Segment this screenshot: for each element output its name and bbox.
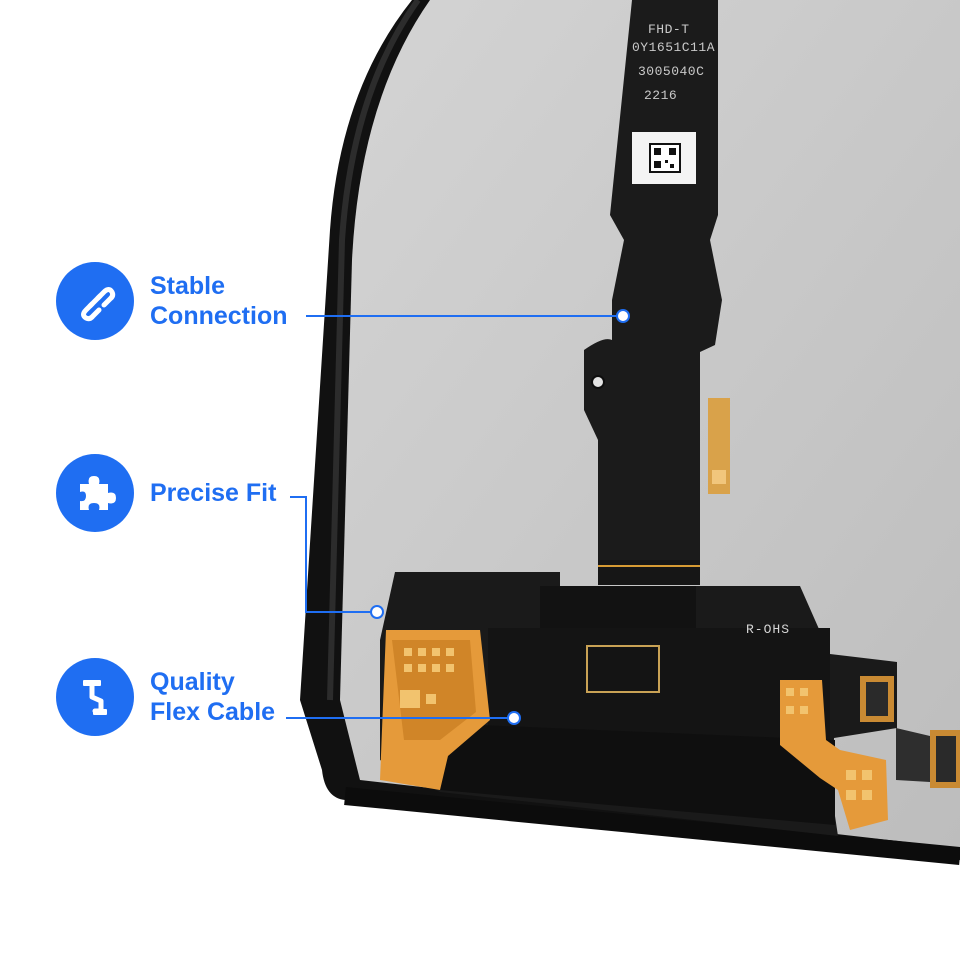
feature-title-line1: Quality bbox=[150, 668, 235, 696]
feature-title-line1: Precise Fit bbox=[150, 479, 277, 507]
callout-dot-quality-flex-cable bbox=[507, 711, 521, 725]
flex-text-line2: 0Y1651C11A bbox=[632, 40, 716, 55]
feature-stable-connection: Stable Connection bbox=[56, 262, 288, 340]
callout-dot-precise-fit bbox=[370, 605, 384, 619]
feature-precise-fit: Precise Fit bbox=[56, 454, 276, 532]
flex-text-line3: 3005040C bbox=[638, 64, 705, 79]
feature-title-line1: Stable bbox=[150, 272, 226, 300]
feature-title-line2: Flex Cable bbox=[150, 698, 276, 726]
flex-text-line1: FHD-T bbox=[648, 22, 690, 37]
feature-title-line2: Connection bbox=[150, 302, 288, 330]
link-icon bbox=[56, 262, 134, 340]
flex-text-line4: 2216 bbox=[644, 88, 678, 103]
flex-cable-icon bbox=[56, 658, 134, 736]
feature-quality-flex-cable: Quality Flex Cable bbox=[56, 658, 275, 736]
callout-line-precise-fit bbox=[290, 496, 372, 613]
board-mark: R-OHS bbox=[746, 622, 791, 637]
puzzle-piece-icon bbox=[56, 454, 134, 532]
callout-dot-stable-connection bbox=[616, 309, 630, 323]
